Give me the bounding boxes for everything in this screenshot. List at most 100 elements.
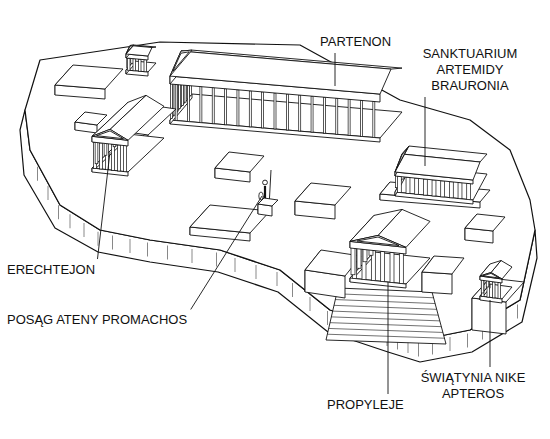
column xyxy=(449,182,453,198)
statue-shield xyxy=(259,192,263,200)
column xyxy=(249,91,251,127)
roof-front xyxy=(170,51,391,94)
step-edge xyxy=(331,317,439,321)
pediment xyxy=(350,235,406,247)
column xyxy=(399,254,403,284)
column xyxy=(175,85,177,121)
column xyxy=(128,58,130,70)
part-label: ERECHTEJON xyxy=(5,262,97,278)
nike-temple xyxy=(480,261,512,304)
cliff-stroke xyxy=(418,343,419,357)
leader-line xyxy=(425,97,426,166)
column xyxy=(133,59,135,71)
column xyxy=(498,283,500,299)
cliff-hatch xyxy=(38,167,518,357)
cliff-stroke xyxy=(147,243,148,257)
small-temple xyxy=(126,45,156,76)
pediment xyxy=(480,273,502,280)
column xyxy=(212,88,214,124)
block-top xyxy=(465,214,505,231)
roof-front xyxy=(92,95,146,136)
rock-plateau xyxy=(25,42,535,340)
cliff-stroke xyxy=(58,205,59,219)
ruin-block xyxy=(295,183,351,219)
column xyxy=(286,94,288,130)
leader-line xyxy=(490,300,491,367)
leader-line xyxy=(388,282,389,394)
part-label: PROPYLEJE xyxy=(325,397,406,413)
pediment xyxy=(126,45,134,54)
pediment xyxy=(92,129,128,140)
column xyxy=(458,183,462,199)
column xyxy=(144,60,146,72)
tympanum xyxy=(97,131,124,139)
column xyxy=(274,93,276,129)
propylaea xyxy=(350,209,430,288)
column xyxy=(139,59,141,71)
tympanum xyxy=(173,52,190,72)
part-label: SANKTUARIUM ARTEMIDY BRAURONIA xyxy=(412,46,528,94)
column xyxy=(262,92,264,128)
column xyxy=(188,86,190,122)
cliff-stroke xyxy=(216,253,217,267)
block-top xyxy=(215,152,264,172)
column xyxy=(467,184,471,200)
pediment xyxy=(395,146,409,172)
column xyxy=(100,143,103,169)
block-front xyxy=(472,298,506,334)
cliff-stroke xyxy=(167,246,168,260)
column xyxy=(299,95,301,131)
column xyxy=(200,87,202,123)
cliff-stroke xyxy=(256,265,257,279)
cliff-stroke xyxy=(467,334,468,348)
parthenon xyxy=(170,50,402,142)
roof-front xyxy=(395,154,480,180)
column xyxy=(237,90,239,126)
ruin-block xyxy=(215,152,264,182)
column xyxy=(415,178,419,194)
block-top xyxy=(55,65,123,89)
step-edge xyxy=(329,328,443,332)
cliff-stroke xyxy=(517,305,518,319)
tympanum xyxy=(127,46,133,53)
block-top xyxy=(75,112,107,125)
statue-pedestal xyxy=(258,198,278,216)
cliff-stroke xyxy=(48,186,49,200)
tympanum xyxy=(483,273,500,278)
column xyxy=(311,96,313,132)
tympanum xyxy=(357,237,399,246)
cliff-stroke xyxy=(327,311,328,325)
column xyxy=(348,99,350,135)
column xyxy=(360,100,362,136)
column xyxy=(351,245,355,275)
block-top xyxy=(258,198,278,206)
statue-head xyxy=(263,180,268,185)
cliff-stroke xyxy=(277,272,278,286)
leader-line xyxy=(335,53,336,86)
column xyxy=(390,253,394,283)
column xyxy=(124,146,127,172)
column xyxy=(397,176,401,192)
part-label: PARTENON xyxy=(318,34,393,50)
column xyxy=(225,89,227,125)
temple-step xyxy=(92,168,128,176)
cliff-stroke xyxy=(70,214,71,228)
cliff-stroke xyxy=(235,258,236,272)
cliff-stroke xyxy=(112,236,113,250)
column xyxy=(406,177,410,193)
ruin-block xyxy=(465,214,505,243)
part-label: POSĄG ATENY PROMACHOS xyxy=(5,312,189,328)
column xyxy=(373,101,375,137)
cliff-stroke xyxy=(130,239,131,253)
pediment xyxy=(170,50,192,76)
nike-bastion xyxy=(472,278,524,334)
column xyxy=(423,179,427,195)
cliff-stroke xyxy=(98,232,99,246)
cliff-stroke xyxy=(292,283,293,297)
step-edge xyxy=(327,334,444,338)
column xyxy=(118,145,121,171)
column xyxy=(432,180,436,196)
part-label: ŚWIĄTYNIA NIKE APTEROS xyxy=(415,370,531,402)
